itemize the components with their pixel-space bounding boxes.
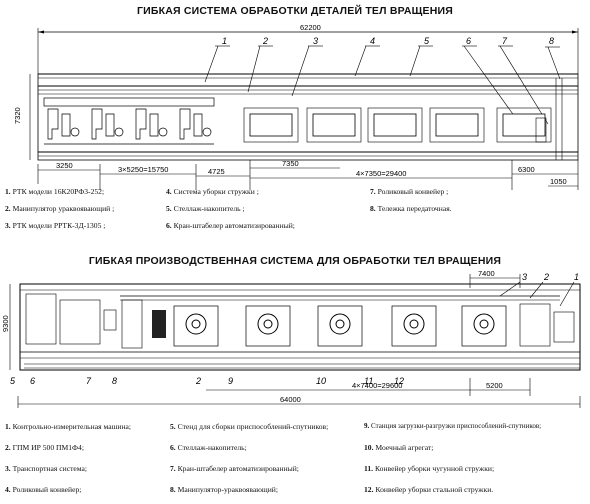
dim-d5: 4×7350=29400 — [356, 169, 406, 178]
dim-d7: 1050 — [550, 177, 567, 186]
dim-total: 62200 — [300, 23, 321, 32]
section2-drawing: 7400 3 2 1 — [1, 269, 581, 408]
dim2-total: 64000 — [280, 395, 301, 404]
callout-5: 5 — [424, 36, 430, 46]
callout-8: 8 — [549, 36, 554, 46]
callout-1: 1 — [222, 36, 227, 46]
callout2-b6: 6 — [30, 376, 35, 386]
legend1-item-7: 7. Роликовый конвейер ; — [370, 187, 449, 196]
legend2-item-4: 4. Роликовый конвейер; — [5, 485, 82, 494]
dim-d3: 4725 — [208, 167, 225, 176]
dim-height: 7320 — [13, 107, 22, 124]
legend2-item-8: 8. Манипулятор-ураквоявающий; — [170, 485, 278, 494]
legend2-item-6: 6. Стеллаж-накопитель; — [170, 443, 247, 452]
legend2-item-1: 1. Контрольно-измерительная машина; — [5, 422, 132, 431]
legend1-item-5: 5. Стеллаж-накопитель ; — [166, 204, 245, 213]
callout2-b12: 12 — [394, 376, 404, 386]
legend2-item-9: 9. Станция загрузки-разгрузки приспособл… — [364, 422, 542, 430]
section2-title: ГИБКАЯ ПРОИЗВОДСТВЕННАЯ СИСТЕМА ДЛЯ ОБРА… — [88, 255, 502, 267]
legend2-item-12: 12. Конвейер уборки стальной стружки. — [364, 485, 494, 494]
callout2-b11: 11 — [364, 376, 373, 386]
callout2-b2: 2 — [195, 376, 201, 386]
callout2-b5: 5 — [10, 376, 16, 386]
legend1-item-6: 6. Кран-штабелер автоматизированный; — [166, 221, 295, 230]
callout2-2: 2 — [543, 272, 549, 282]
legend1-item-3: 3. РТК модели РРТК-3Д-1305 ; — [5, 221, 106, 230]
legend2-item-2: 2. ГПМ ИР 500 ПМ1Ф4; — [5, 443, 84, 452]
callout2-1: 1 — [574, 272, 579, 282]
legend2-item-3: 3. Транспортная система; — [5, 464, 87, 473]
dim-d2: 3×5250=15750 — [118, 165, 168, 174]
dim2-height: 9300 — [1, 315, 10, 332]
section1-title: ГИБКАЯ СИСТЕМА ОБРАБОТКИ ДЕТАЛЕЙ ТЕЛ ВРА… — [136, 5, 454, 17]
dim2-d1: 4×7400=29600 — [352, 381, 402, 390]
callout-3: 3 — [313, 36, 318, 46]
dim2-top: 7400 — [478, 269, 495, 278]
conveyor-ticks — [24, 363, 580, 369]
legend2-item-11: 11. Конвейер уборки чугунной стружки; — [364, 464, 495, 473]
legend1-item-1: 1. РТК модели 16К20РФ3-252; — [5, 187, 105, 196]
callout-4: 4 — [370, 36, 375, 46]
dim-d6: 6300 — [518, 165, 535, 174]
legend2-item-7: 7. Кран-штабелер автоматизированный; — [170, 464, 299, 473]
callout2-b10: 10 — [316, 376, 326, 386]
legend2-item-5: 5. Стенд для сборки приспособлений-спутн… — [170, 422, 329, 431]
callout-7: 7 — [502, 36, 508, 46]
legend1-item-8: 8. Тележка передаточная. — [370, 204, 452, 213]
callout-2: 2 — [262, 36, 268, 46]
dim2-d2: 5200 — [486, 381, 503, 390]
callout2-b7: 7 — [86, 376, 92, 386]
section1-drawing: 62200 1 2 3 4 5 6 7 8 — [13, 23, 579, 190]
callout2-b9: 9 — [228, 376, 233, 386]
legend1-item-4: 4. Система уборки стружки ; — [166, 187, 259, 196]
dim-d4: 7350 — [282, 159, 299, 168]
callout2-b8: 8 — [112, 376, 117, 386]
dim-d1: 3250 — [56, 161, 73, 170]
legend2-item-10: 10. Моечный агрегат; — [364, 443, 434, 452]
legend1-item-2: 2. Манипулятор ураквоявающий ; — [5, 204, 115, 213]
callout2-3: 3 — [522, 272, 527, 282]
callout-6: 6 — [466, 36, 471, 46]
